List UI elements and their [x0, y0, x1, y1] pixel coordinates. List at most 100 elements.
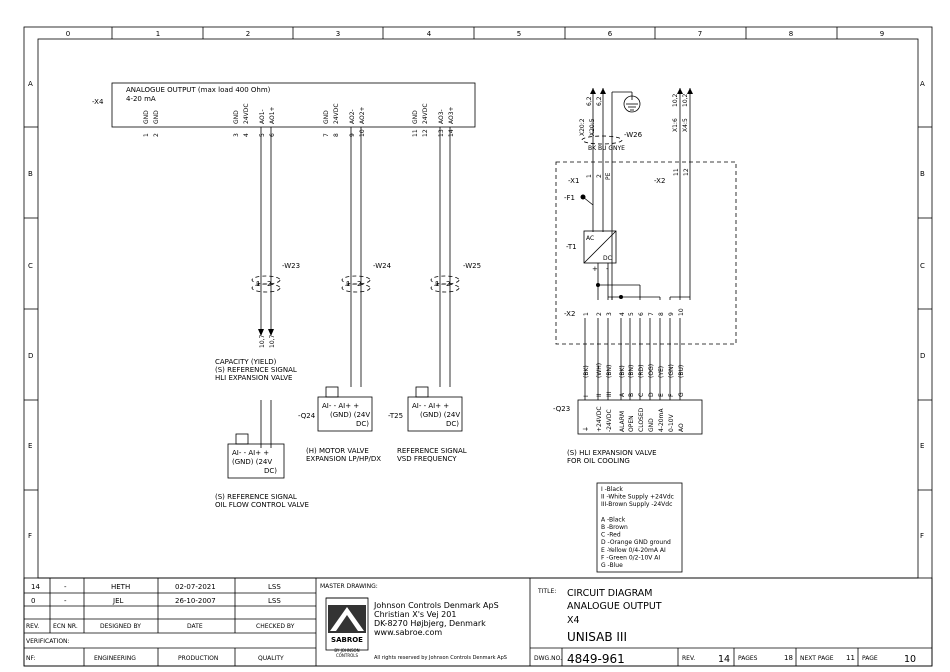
- x2-terminal-num: 9: [668, 312, 675, 316]
- dwg-number: 4849-961: [567, 652, 625, 666]
- x4-pin-number: 5: [259, 133, 266, 137]
- t1-tag: -T1: [566, 243, 577, 251]
- device-sub: DC): [446, 420, 459, 428]
- title-line: UNISAB III: [567, 630, 627, 644]
- q23-wire-color: (RD): [638, 365, 645, 378]
- x2-terminal-num: 2: [596, 312, 603, 316]
- wire-ref: 6,2: [586, 96, 593, 106]
- pages-number: 18: [784, 654, 793, 662]
- q23-wire-color: (GN): [668, 364, 675, 378]
- col-label: 7: [698, 30, 702, 38]
- col-label: 6: [608, 30, 613, 38]
- q23-pin-letter: C: [638, 393, 645, 397]
- device-pins: AI- - AI+ +: [232, 449, 269, 457]
- cable-tag-w24: -W24: [373, 262, 392, 270]
- col-label: 2: [246, 30, 250, 38]
- x4-pin-label: 24VDC: [422, 103, 429, 124]
- date-header: DATE: [187, 623, 203, 630]
- q23-text: (S) HLI EXPANSION VALVE: [567, 449, 657, 457]
- col-label: 9: [880, 30, 884, 38]
- col-label: 3: [336, 30, 340, 38]
- x4-pin-number: 1: [143, 133, 150, 137]
- x4-pin-number: 8: [333, 133, 340, 137]
- cable-core: 2: [357, 280, 361, 288]
- x4-pin-label: GND: [153, 110, 160, 124]
- q23-wire-colors: (BK)I⏚(WH)II+24VDC(BN)III-24VDC(BK)AALAR…: [583, 363, 685, 432]
- device-sub: (GND) (24V: [232, 458, 272, 466]
- device-text: (H) MOTOR VALVE: [306, 447, 369, 455]
- x4-pin-label: GND: [412, 110, 419, 124]
- page-number: 10: [904, 654, 916, 665]
- col-label: 0: [66, 30, 70, 38]
- device-sub: DC): [264, 467, 277, 475]
- x4-pin-number: 7: [323, 133, 330, 137]
- row-label: D: [920, 352, 925, 360]
- x4-pin-label: AO1-: [259, 109, 266, 124]
- t25-vsd: AI- - AI+ + (GND) (24V DC) -T25 REFERENC…: [388, 386, 467, 463]
- device-tag: -Q24: [298, 412, 316, 420]
- title-label: TITLE:: [537, 588, 556, 595]
- q24-motor-valve: AI- - AI+ + (GND) (24V DC) -Q24 (H) MOTO…: [298, 386, 381, 463]
- x4-pin-number: 11: [412, 129, 419, 137]
- production-label: PRODUCTION: [178, 655, 218, 662]
- x2-terminal-num: 3: [606, 312, 613, 316]
- legend-line: II -White Supply +24Vdc: [601, 494, 674, 501]
- cable-tag-w23: -W23: [282, 262, 300, 270]
- next-page-label: NEXT PAGE: [800, 655, 834, 662]
- x2-terminal-num: 1: [583, 312, 590, 316]
- rev-number: 14: [718, 654, 730, 665]
- q23-wire-color: (BN): [606, 365, 613, 378]
- x1-tag: -X1: [568, 177, 579, 185]
- x4-pin-number: 3: [233, 133, 240, 137]
- capacity-reference: CAPACITY (YIELD) (S) REFERENCE SIGNAL HL…: [215, 358, 297, 448]
- ecn-value: -: [64, 597, 67, 605]
- device-sub: DC): [356, 420, 369, 428]
- t1-dc: DC: [603, 255, 612, 262]
- x4-pin-number: 12: [422, 129, 429, 137]
- q23-wire-color: (BU): [678, 365, 685, 378]
- q23-pin-letter: A: [619, 392, 626, 397]
- q23-signal: 0-10V: [668, 413, 675, 432]
- t1-ac: AC: [586, 235, 594, 242]
- cable-core: 2: [267, 280, 271, 288]
- wire-ref: 10,2: [682, 93, 689, 107]
- x4-pin-label: GND: [233, 110, 240, 124]
- row-label: A: [920, 80, 925, 88]
- sabroe-logo: SABROE BY JOHNSON CONTROLS: [328, 605, 366, 658]
- x4-pin-label: AO2-: [349, 109, 356, 124]
- row-label: C: [28, 262, 33, 270]
- checked-header: CHECKED BY: [256, 623, 295, 630]
- q23-pin-letter: II: [596, 393, 603, 397]
- wire-ref: X20:2: [579, 118, 586, 136]
- q23-hli-valve: (BK)I⏚(WH)II+24VDC(BN)III-24VDC(BK)AALAR…: [553, 363, 703, 465]
- oil-flow-device: AI- - AI+ + (GND) (24V DC) (S) REFERENCE…: [215, 433, 309, 509]
- x4-title: ANALOGUE OUTPUT (max load 400 Ohm): [126, 86, 271, 94]
- terminal-num: 2: [596, 174, 603, 178]
- q23-pin-letter: I: [583, 395, 590, 397]
- legend-line: C -Red: [601, 532, 621, 539]
- t1-minus: -: [606, 265, 609, 273]
- wire-ref: 6,2: [596, 96, 603, 106]
- x4-pin-label: AO3-: [438, 109, 445, 124]
- title-line: ANALOGUE OUTPUT: [567, 601, 662, 612]
- row-label: B: [920, 170, 925, 178]
- cable-tag-w25: -W25: [463, 262, 481, 270]
- company-line: DK-8270 Højbjerg, Denmark: [374, 619, 486, 628]
- wire-ref: X20:5: [589, 118, 596, 136]
- device-pins: AI- - AI+ +: [322, 402, 359, 410]
- x4-pin-label: AO2+: [359, 106, 366, 124]
- q23-signal: OPEN: [628, 415, 635, 432]
- q23-tag: -Q23: [553, 405, 570, 413]
- nf-label: NF:: [26, 655, 36, 662]
- q23-text: FOR OIL COOLING: [567, 457, 630, 465]
- t1-plus: +: [592, 265, 598, 273]
- f1-tag: -F1: [564, 194, 575, 202]
- legend-line: F -Green 0/2-10V AI: [601, 554, 660, 561]
- row-label: F: [28, 532, 32, 540]
- designer-header: DESIGNED BY: [100, 623, 141, 630]
- cable-core: 2: [446, 280, 450, 288]
- x4-tag: -X4: [92, 98, 104, 106]
- wire-ref: 10,2: [672, 93, 679, 107]
- x4-terminal-block: -X4 ANALOGUE OUTPUT (max load 400 Ohm) 4…: [92, 82, 476, 137]
